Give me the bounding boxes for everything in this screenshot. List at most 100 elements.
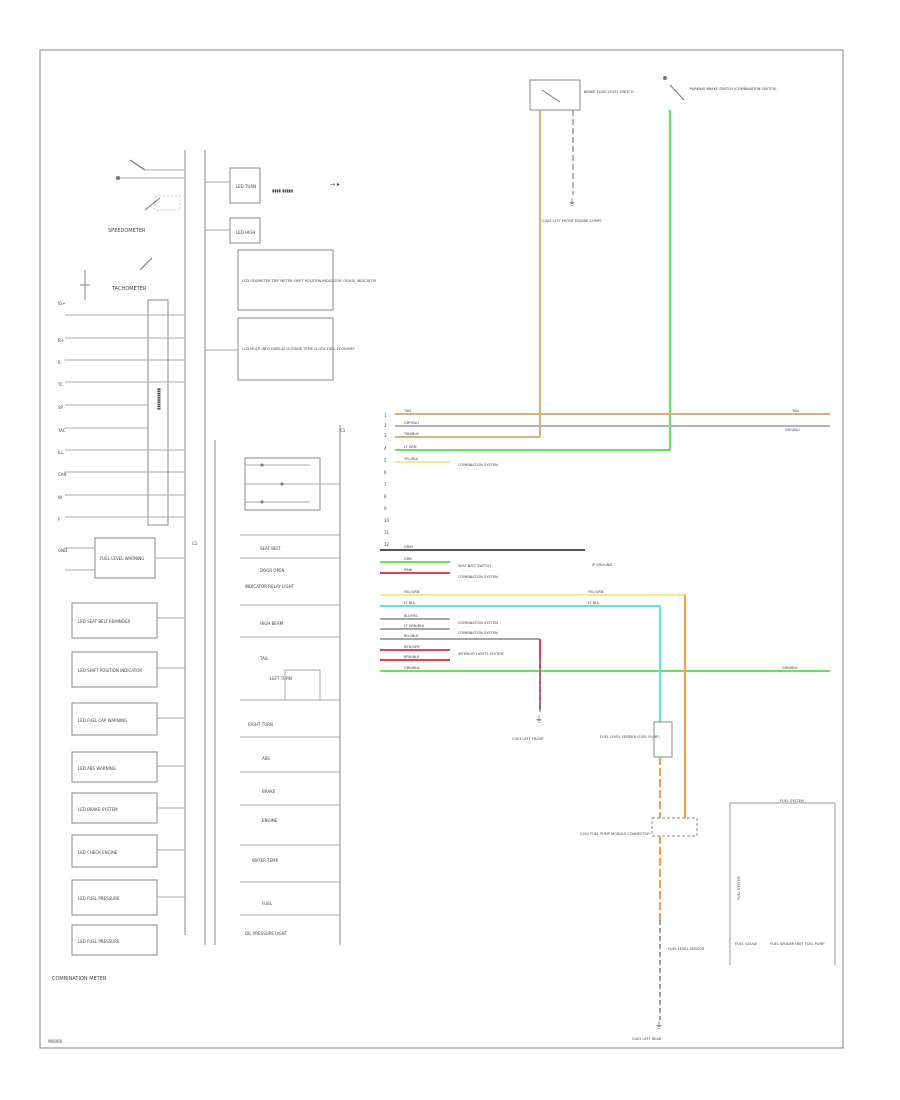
mid-label: SEAT BELT <box>260 546 281 551</box>
page-border <box>39 49 844 1049</box>
wire-19-dest: COMBINATION SYSTEM <box>458 621 498 625</box>
mid-label: HIGH BEAM <box>260 621 284 626</box>
left-box-label: LED CHECK ENGINE <box>78 850 118 855</box>
tachometer-label: TACHOMETER <box>111 286 147 292</box>
combination-meter-label: COMBINATION METER <box>52 976 107 982</box>
wire-14-label: GRN <box>404 557 412 561</box>
mid-connector-label: C1 <box>340 428 346 433</box>
wire-21-label: BLU/BLK <box>404 634 419 638</box>
mid-label: RIGHT TURN <box>248 722 273 727</box>
pin-label: E <box>58 360 61 365</box>
fuel-system-side: FUEL SYSTEM <box>737 876 741 900</box>
wire-5-label: YEL/BLU <box>404 457 419 461</box>
mid-label: ENGINE <box>262 818 278 823</box>
wire-14-dest: SEAT BELT SWITCH <box>458 564 491 568</box>
wire-20-dest: COMBINATION SYSTEM <box>458 631 498 635</box>
pin-label: GND <box>58 548 67 553</box>
fuel-sender-unit-text: FUEL SENDER UNIT FUEL PUMP <box>770 942 824 946</box>
lcd-box <box>237 249 334 311</box>
svg-text:8: 8 <box>384 494 387 499</box>
mid-label: INDICATOR RELAY LIGHT <box>245 584 295 589</box>
wire-19-label: BLU/YEL <box>404 614 418 618</box>
fuel-gauge-text: FUEL GAUGE <box>735 942 757 946</box>
wire-15-label: PINK <box>404 568 413 572</box>
parking-switch-label: PARKING BRAKE SWITCH (COMBINATION SWITCH… <box>690 87 777 91</box>
wire-13-label: GRAY <box>404 545 414 549</box>
wire-15-dest: COMBINATION SYSTEM <box>458 575 498 579</box>
left-box <box>71 651 158 688</box>
left-box-list: FUEL LEVEL WARNING LED SEAT BELT REMINDE… <box>71 537 185 956</box>
brake-switch-box <box>529 79 581 111</box>
left-pin-lines <box>65 314 185 571</box>
left-box <box>71 879 158 916</box>
left-box-label: LED FUEL CAP WARNING <box>78 718 127 723</box>
left-box-label: LED SHIFT POSITION INDICATOR <box>78 668 142 673</box>
svg-text:5: 5 <box>384 458 387 463</box>
left-box-label: LED FUEL PRESSURE <box>78 939 120 944</box>
diode-icon <box>80 270 90 300</box>
left-box-label: LED SEAT BELT REMINDER <box>78 619 131 624</box>
mid-label: WATER TEMP <box>252 858 279 863</box>
wire-1-end: TAN <box>791 409 799 413</box>
mid-label: TAIL <box>259 656 269 661</box>
turn-arrow-icon: → ▸ <box>330 181 340 188</box>
brake-ground-label: G302 LEFT FRONT ENGINE COMPT <box>542 219 603 223</box>
wire-1-label: TAN <box>403 409 411 413</box>
pin-label: CAN <box>58 472 67 477</box>
brake-switch-label: BRAKE FLUID LEVEL SWITCH <box>584 90 634 94</box>
fuel-connector-label: C401 FUEL PUMP MODULE CONNECTOR <box>580 832 650 836</box>
wire-18-end: LT BLU <box>588 601 600 605</box>
wire-22-dest: INTERIOR LIGHTS SYSTEM <box>458 652 504 656</box>
svg-text:2: 2 <box>384 423 387 428</box>
indicator-box <box>229 217 261 244</box>
turn-wire-label: ▮▮▮▮ ▮▮▮▮▮ <box>272 188 293 193</box>
wire-5-dest: COMBINATION SYSTEM <box>458 463 498 467</box>
ground-icon: ⏚ <box>535 715 543 724</box>
bottom-ground-label: G401 LEFT REAR <box>632 1037 662 1041</box>
wire-3-label: TAN/BLK <box>403 432 419 436</box>
mid-label: ABS <box>262 756 270 761</box>
indicator-label: LED TURN <box>236 184 256 189</box>
mid-label: OIL PRESSURE LIGHT <box>245 931 288 936</box>
ground-icon: ⏚ <box>568 198 576 207</box>
wire-17-label: YEL/GRN <box>404 590 420 594</box>
ground-icon: ⏚ <box>655 1021 663 1030</box>
wire-24-label: GRN/BLK <box>404 666 420 670</box>
brake-switch-arm <box>541 89 561 103</box>
wire-24-end: GRN/BLK <box>782 666 798 670</box>
wire-13-dest: IP GROUND <box>592 563 612 567</box>
speedometer-label: SPEEDOMETER <box>108 228 146 234</box>
pin-label: W <box>58 495 62 500</box>
fuel-sender-box <box>653 721 673 758</box>
fuel-sender-label: FUEL LEVEL SENDER (FUEL PUMP) <box>600 735 660 739</box>
left-box-label: LED BRAKE SYSTEM <box>78 807 118 812</box>
lcd-box <box>237 317 334 381</box>
mid-label: BRAKE <box>262 789 276 794</box>
wire-20-label: LT GRN/BLK <box>404 624 425 628</box>
pin-label: IG+ <box>58 301 66 306</box>
pin-label: B+ <box>58 338 64 343</box>
meter-driver-label: ▮▮▮▮▮▮▮▮▮▮ <box>156 388 161 410</box>
center-connector-label: C1 <box>192 541 198 546</box>
pin-label: SP <box>58 405 64 410</box>
meter-driver-module <box>147 299 169 526</box>
fuel-system-bracket: FUEL SYSTEM FUEL SYSTEM FUEL GAUGE FUEL … <box>729 799 836 965</box>
wire-4-label: LT GRN <box>404 445 417 449</box>
svg-text:4: 4 <box>384 446 387 451</box>
left-box-label: LED ABS WARNING <box>78 766 116 771</box>
fuel-connector-box <box>651 817 698 837</box>
left-pin-labels: IG+ B+ E TC SP TAC ILL CAN W F GND <box>57 301 67 553</box>
left-box <box>71 834 158 868</box>
mid-label: DOOR OPEN <box>260 568 285 573</box>
svg-text:9: 9 <box>384 506 387 511</box>
wire-2-end: GRY/BLU <box>785 428 800 432</box>
svg-text:6: 6 <box>384 470 387 475</box>
pin-label: ILL <box>58 450 64 455</box>
pin-label: F <box>58 517 61 522</box>
speedometer-switch <box>116 159 185 211</box>
mid-label: FUEL <box>262 901 273 906</box>
left-box <box>71 751 158 783</box>
parking-switch-arm <box>669 84 685 101</box>
